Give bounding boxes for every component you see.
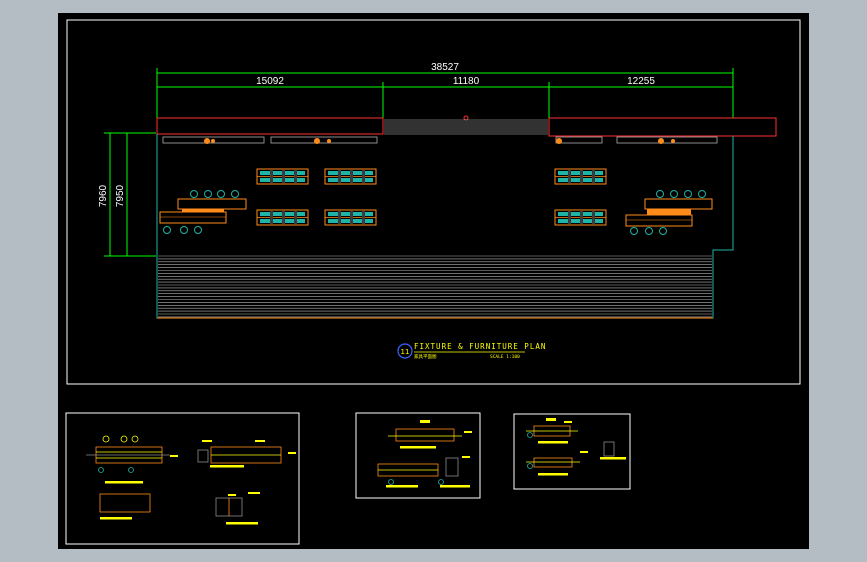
chair-circle-icon (670, 190, 678, 198)
desk-gap (350, 211, 353, 224)
desk-group (554, 209, 607, 226)
desk-gap (362, 211, 365, 224)
desk-gap (282, 170, 285, 183)
desk-gap (592, 170, 595, 183)
dim-vertical-1-label: 7960 (98, 184, 109, 207)
main-viewport-frame[interactable] (66, 19, 801, 385)
chair-circle-icon (163, 226, 171, 234)
seating-stairs[interactable] (158, 255, 712, 318)
detail-viewport-3[interactable] (513, 413, 631, 490)
detail-2-labels (386, 420, 472, 488)
desk-gap (338, 170, 341, 183)
drawing-sheet (58, 13, 809, 549)
detail-3-labels (538, 418, 626, 476)
entrance-steps (384, 119, 548, 135)
chairs[interactable] (163, 190, 706, 235)
chair-circle-icon (698, 190, 706, 198)
drawing-subtitle: 家具平面图 (414, 353, 437, 360)
desk-group (256, 168, 309, 185)
dim-left-label: 15092 (256, 76, 284, 87)
dim-vertical-2-label: 7950 (115, 184, 126, 207)
desk-group (324, 209, 377, 226)
title-number: 11 (401, 348, 410, 356)
drawing-title: FIXTURE & FURNITURE PLAN (414, 342, 546, 351)
desk-group (256, 209, 309, 226)
chair-circle-icon (190, 190, 198, 198)
detail-2-drawings (377, 428, 462, 485)
bench-right[interactable] (625, 198, 713, 227)
dim-right-label: 12255 (627, 76, 655, 87)
detail-1-drawings (86, 435, 282, 517)
chair-circle-icon (180, 226, 188, 234)
chair-circle-icon (231, 190, 239, 198)
detail-3-drawings (526, 425, 615, 469)
chair-circle-icon (645, 227, 653, 235)
chair-circle-icon (194, 226, 202, 234)
dim-total-label: 38527 (431, 62, 459, 73)
desk-gap (580, 211, 583, 224)
desk-gap (294, 211, 297, 224)
desk-gap (270, 170, 273, 183)
bench-left[interactable] (159, 198, 247, 224)
vertical-dimensions (104, 132, 156, 257)
wall-counters[interactable] (162, 136, 718, 144)
desk-gap (568, 170, 571, 183)
desk-gap (282, 211, 285, 224)
desk-gap (362, 170, 365, 183)
chair-circle-icon (204, 190, 212, 198)
desk-group (324, 168, 377, 185)
chair-circle-icon (684, 190, 692, 198)
desk-groups[interactable] (256, 168, 607, 226)
chair-circle-icon (656, 190, 664, 198)
desk-gap (350, 170, 353, 183)
section-marker-icon (397, 343, 413, 359)
chair-circle-icon (217, 190, 225, 198)
counter-fixtures (204, 138, 675, 144)
desk-group (554, 168, 607, 185)
drawing-title-block: 11 FIXTURE & FURNITURE PLAN 家具平面图 SCALE … (397, 342, 546, 360)
desk-gap (294, 170, 297, 183)
dim-mid-label: 11180 (453, 76, 480, 87)
desk-gap (568, 211, 571, 224)
detail-viewport-1[interactable] (65, 412, 300, 545)
chair-circle-icon (659, 227, 667, 235)
desk-gap (338, 211, 341, 224)
desk-gap (580, 170, 583, 183)
building-outline[interactable] (156, 117, 777, 319)
detail-1-labels (100, 440, 296, 525)
horizontal-dimensions (156, 68, 734, 118)
desk-gap (270, 211, 273, 224)
desk-gap (592, 211, 595, 224)
detail-viewport-2[interactable] (355, 412, 481, 499)
drawing-scale: SCALE 1:100 (490, 354, 520, 360)
chair-circle-icon (630, 227, 638, 235)
